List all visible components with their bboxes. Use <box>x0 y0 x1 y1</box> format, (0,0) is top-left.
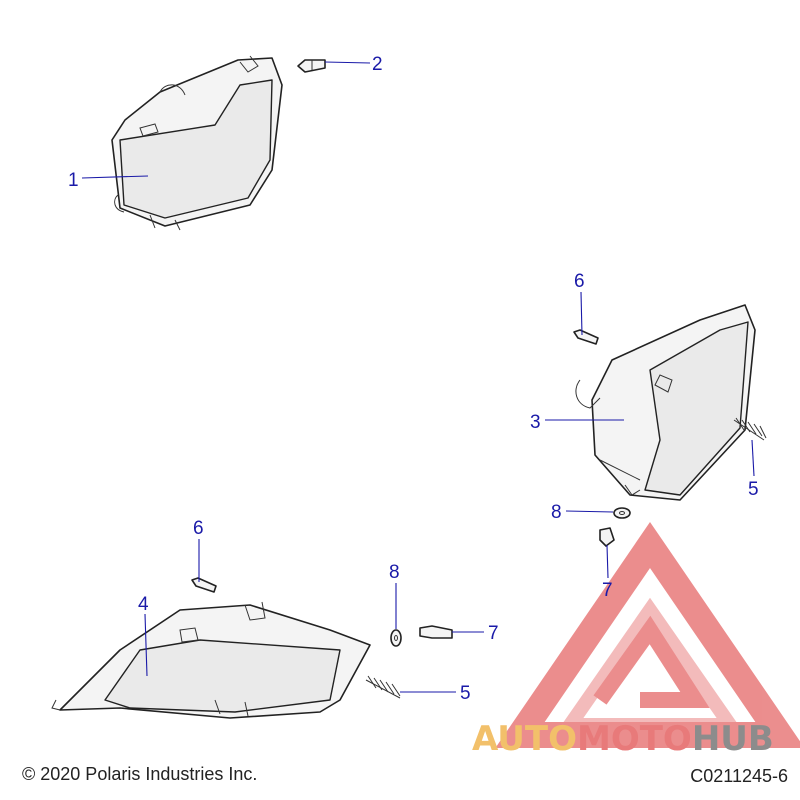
watermark-auto: AUTO <box>472 719 577 759</box>
headlight-assembly-4 <box>51 601 371 719</box>
copyright-text: © 2020 Polaris Industries Inc. <box>22 764 258 784</box>
callout-2: 2 <box>324 54 383 75</box>
callout-7-right-label: 7 <box>602 580 613 601</box>
watermark-hub: HUB <box>692 719 774 759</box>
callout-6-upper-label: 6 <box>574 271 585 292</box>
callout-5-upper-label: 5 <box>748 479 759 500</box>
washer-8-right <box>613 507 631 519</box>
callout-7-right: 7 <box>602 544 613 601</box>
watermark-logo <box>495 521 800 748</box>
bolt-6-upper <box>573 329 599 345</box>
callout-4: 4 <box>138 594 149 677</box>
callout-8-lower-label: 8 <box>389 562 400 583</box>
bolt-6-lower <box>191 577 217 593</box>
screw-7-right <box>599 527 615 547</box>
watermark-text: AUTOMOTOHUB <box>472 719 774 759</box>
callout-6-lower-label: 6 <box>193 518 204 539</box>
callout-3-label: 3 <box>530 412 541 433</box>
callout-1: 1 <box>68 170 149 191</box>
callout-1-label: 1 <box>68 170 79 191</box>
watermark-moto: MOTO <box>577 719 692 759</box>
callout-8-lower: 8 <box>389 562 400 629</box>
washer-8-lower <box>390 629 402 647</box>
headlight-assembly-3 <box>575 304 756 501</box>
callout-6-lower: 6 <box>193 518 204 582</box>
callout-7-lower: 7 <box>452 623 499 644</box>
callout-5-lower: 5 <box>400 683 471 704</box>
callout-8-right-label: 8 <box>551 502 562 523</box>
headlight-assembly-1 <box>111 55 283 231</box>
screw-7-lower <box>419 625 453 639</box>
callout-6-upper: 6 <box>574 271 585 336</box>
callout-5-upper: 5 <box>748 439 759 500</box>
spring-5-upper <box>733 417 767 441</box>
callout-2-label: 2 <box>372 54 383 75</box>
callout-4-label: 4 <box>138 594 149 615</box>
callout-3: 3 <box>530 412 624 433</box>
pin-2 <box>297 59 326 73</box>
callout-5-lower-label: 5 <box>460 683 471 704</box>
diagram-code: C0211245-6 <box>690 766 788 786</box>
spring-5-lower <box>365 675 401 699</box>
callout-8-right: 8 <box>551 502 614 523</box>
callout-7-lower-label: 7 <box>488 623 499 644</box>
